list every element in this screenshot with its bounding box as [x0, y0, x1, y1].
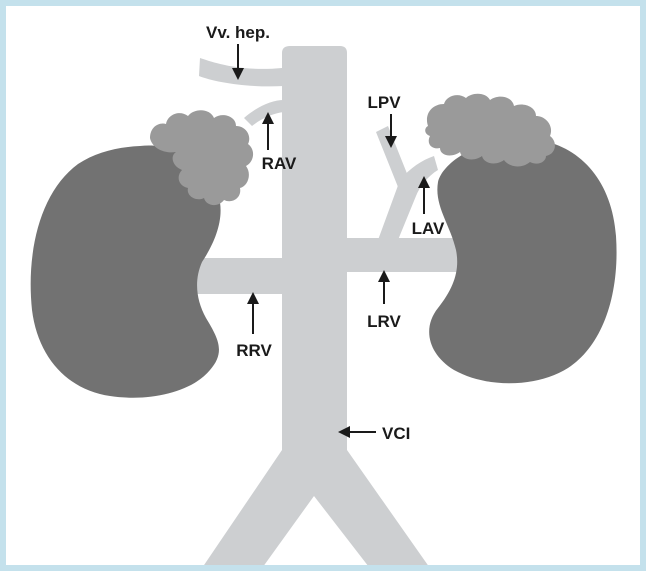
label-lpv: LPV	[367, 93, 401, 112]
label-rrv: RRV	[236, 341, 272, 360]
left-phrenic-vein	[376, 126, 412, 192]
label-rav: RAV	[262, 154, 297, 173]
left-renal-vein	[345, 238, 460, 272]
left-kidney	[429, 139, 616, 384]
label-vci: VCI	[382, 424, 410, 443]
label-lav: LAV	[412, 219, 445, 238]
label-lrv: LRV	[367, 312, 401, 331]
label-hepatic-veins: Vv. hep.	[206, 23, 270, 42]
left-adrenal-gland	[425, 94, 555, 167]
right-renal-vein	[196, 258, 286, 294]
